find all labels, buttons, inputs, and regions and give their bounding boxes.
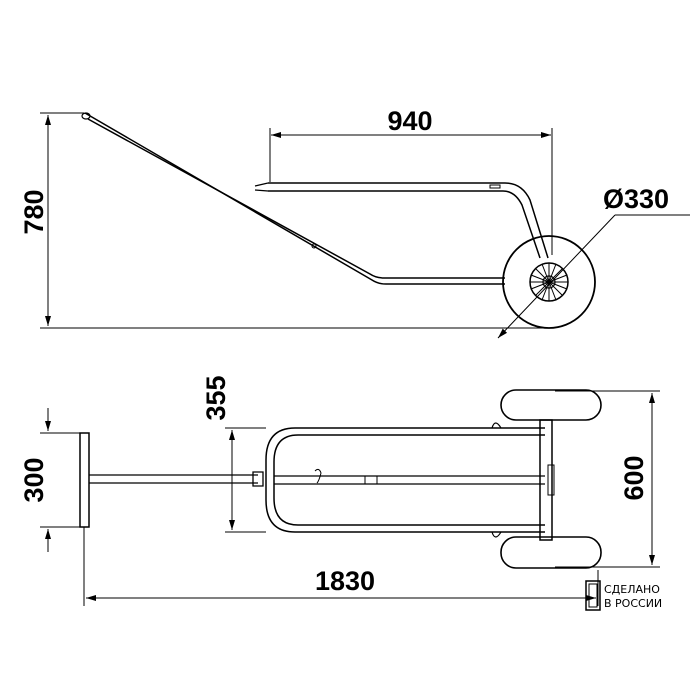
center-bar [274, 475, 545, 485]
tube-coupling [252, 471, 264, 487]
rail-slot [489, 184, 501, 189]
center-bar-joint [364, 475, 378, 485]
frame-inner [273, 434, 545, 526]
dim-handle-width-lines [40, 408, 80, 552]
dim-wheel-track: 600 [619, 455, 649, 500]
dim-length-top-lines [269, 128, 553, 255]
wheel-top [500, 389, 602, 421]
handle-bolt [311, 243, 317, 249]
wheel-side [502, 235, 596, 329]
dim-length-top: 940 [387, 106, 432, 136]
dim-frame-width-lines [225, 427, 266, 533]
wing-nut [314, 468, 322, 484]
dim-height-lines [40, 112, 545, 329]
dim-wheel-track-lines [555, 390, 660, 568]
dim-wheel-diameter-leader [497, 214, 690, 339]
axle-bracket [547, 464, 555, 496]
dim-total-length-lines [83, 527, 599, 606]
dim-wheel-diameter: Ø330 [603, 184, 669, 214]
dim-height: 780 [19, 189, 49, 234]
tie-down-loops [491, 422, 502, 538]
tire [502, 235, 596, 329]
logo-line1: СДЕЛАНО [604, 583, 660, 596]
handle-tube-top [89, 474, 258, 484]
logo-letter-mark [588, 583, 598, 608]
made-in-russia-logo: СДЕЛАНО В РОССИИ [585, 580, 662, 611]
wheel-bottom [500, 536, 602, 569]
handle-tube-inner [87, 118, 505, 279]
rail-tip [254, 182, 269, 192]
spokes [530, 263, 568, 301]
dim-frame-width: 355 [201, 375, 231, 420]
side-view: 940 Ø330 780 [19, 106, 690, 339]
frame-outer [265, 427, 545, 533]
upper-rail-inner [268, 190, 541, 259]
top-view: 600 355 300 1830 [19, 375, 660, 606]
upper-rail-outer [268, 182, 549, 259]
logo-frame [585, 580, 601, 611]
dim-total-length: 1830 [315, 566, 375, 596]
handle-tube-outer [84, 112, 505, 285]
handle-end-cap [81, 112, 91, 120]
handle-crossbar [79, 432, 90, 528]
logo-line2: В РОССИИ [604, 597, 662, 610]
axle [539, 419, 553, 541]
dim-handle-width: 300 [19, 457, 49, 502]
